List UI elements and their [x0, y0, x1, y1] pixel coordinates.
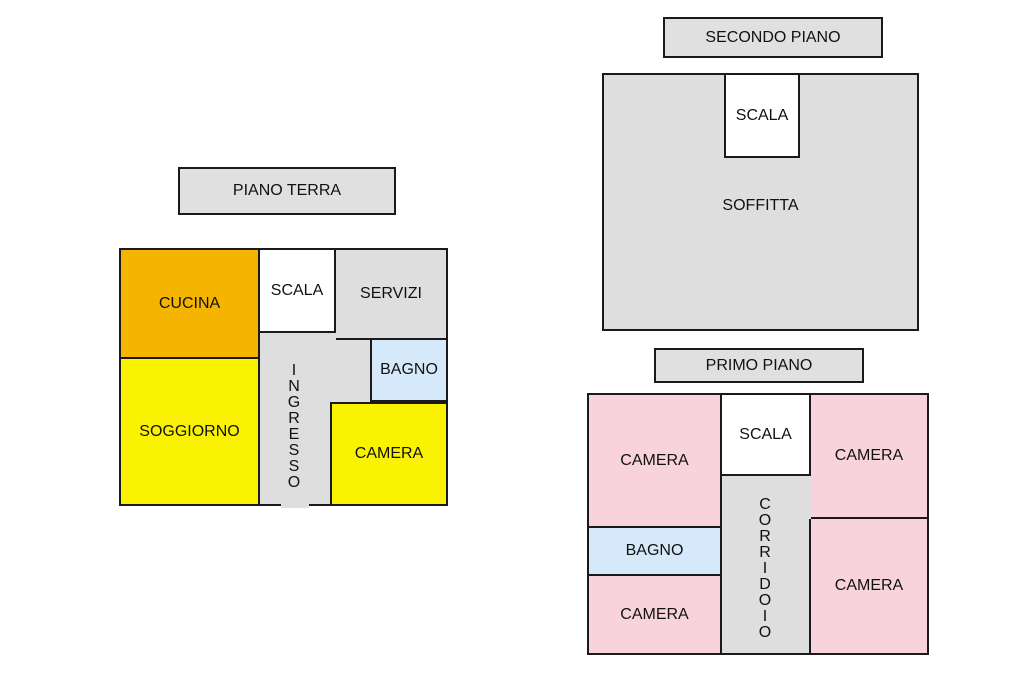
room-bedroom-top-right-label: CAMERA [834, 447, 904, 464]
first-floor-plan: CAMERA SCALA CAMERA BAGNO CAMERA CAMERA … [587, 393, 929, 655]
room-kitchen-label: CUCINA [158, 294, 221, 312]
room-stairs-ground-label: SCALA [270, 281, 324, 299]
room-stairs-first-label: SCALA [739, 425, 792, 443]
vertical-letter: I [762, 560, 768, 577]
vertical-letter: D [759, 576, 771, 593]
room-services: SERVIZI [336, 250, 446, 340]
room-bathroom-first: BAGNO [589, 528, 722, 576]
vertical-letter: G [287, 394, 301, 411]
vertical-letter: O [758, 592, 772, 609]
room-bedroom-bottom-left-label: CAMERA [620, 605, 689, 623]
room-stairs-second-label: SCALA [735, 106, 789, 124]
room-services-label: SERVIZI [360, 285, 422, 302]
room-entrance-label: I N G R E S S O [284, 363, 304, 491]
room-bedroom-top-right: CAMERA [811, 395, 927, 519]
second-floor-plan: SCALA SOFFITTA [602, 73, 919, 331]
room-bedroom-ground: CAMERA [330, 402, 446, 504]
room-attic-label: SOFFITTA [722, 197, 799, 214]
room-attic: SOFFITTA [604, 197, 917, 215]
vertical-letter: I [291, 362, 297, 379]
vertical-letter: I [762, 608, 768, 625]
room-bathroom-first-label: BAGNO [625, 542, 684, 559]
vertical-letter: O [287, 474, 301, 491]
vertical-letter: C [759, 496, 771, 513]
first-floor-title: PRIMO PIANO [654, 348, 864, 383]
vertical-letter: R [759, 544, 771, 561]
room-living: SOGGIORNO [121, 359, 260, 504]
room-stairs-second: SCALA [724, 75, 800, 158]
room-bathroom-ground: BAGNO [370, 340, 446, 402]
room-stairs-first: SCALA [722, 395, 811, 476]
ground-floor-title: PIANO TERRA [178, 167, 396, 215]
room-bedroom-bottom-left: CAMERA [589, 576, 722, 653]
room-bedroom-top-left-label: CAMERA [620, 451, 689, 469]
second-floor-title-text: SECONDO PIANO [705, 28, 841, 46]
room-stairs-ground: SCALA [260, 250, 336, 333]
room-bathroom-ground-label: BAGNO [380, 361, 438, 378]
vertical-letter: S [288, 458, 300, 475]
vertical-letter: N [288, 378, 300, 395]
room-kitchen: CUCINA [121, 250, 260, 359]
room-bedroom-ground-label: CAMERA [354, 445, 424, 462]
ground-floor-plan: CUCINA SCALA SERVIZI BAGNO SOGGIORNO CAM… [119, 248, 448, 508]
vertical-letter: O [758, 624, 772, 641]
room-corridor-label: C O R R I D O I O [755, 497, 775, 641]
first-floor-title-text: PRIMO PIANO [705, 356, 813, 374]
entrance-door-gap [281, 502, 309, 508]
second-floor-title: SECONDO PIANO [663, 17, 883, 58]
room-bedroom-bottom-right: CAMERA [809, 519, 927, 653]
vertical-letter: O [758, 512, 772, 529]
vertical-letter: E [288, 426, 300, 443]
vertical-letter: R [759, 528, 771, 545]
vertical-letter: R [288, 410, 300, 427]
room-bedroom-bottom-right-label: CAMERA [834, 577, 904, 594]
room-bedroom-top-left: CAMERA [589, 395, 722, 528]
ground-floor-title-text: PIANO TERRA [232, 182, 342, 199]
room-living-label: SOGGIORNO [139, 422, 240, 440]
vertical-letter: S [288, 442, 300, 459]
